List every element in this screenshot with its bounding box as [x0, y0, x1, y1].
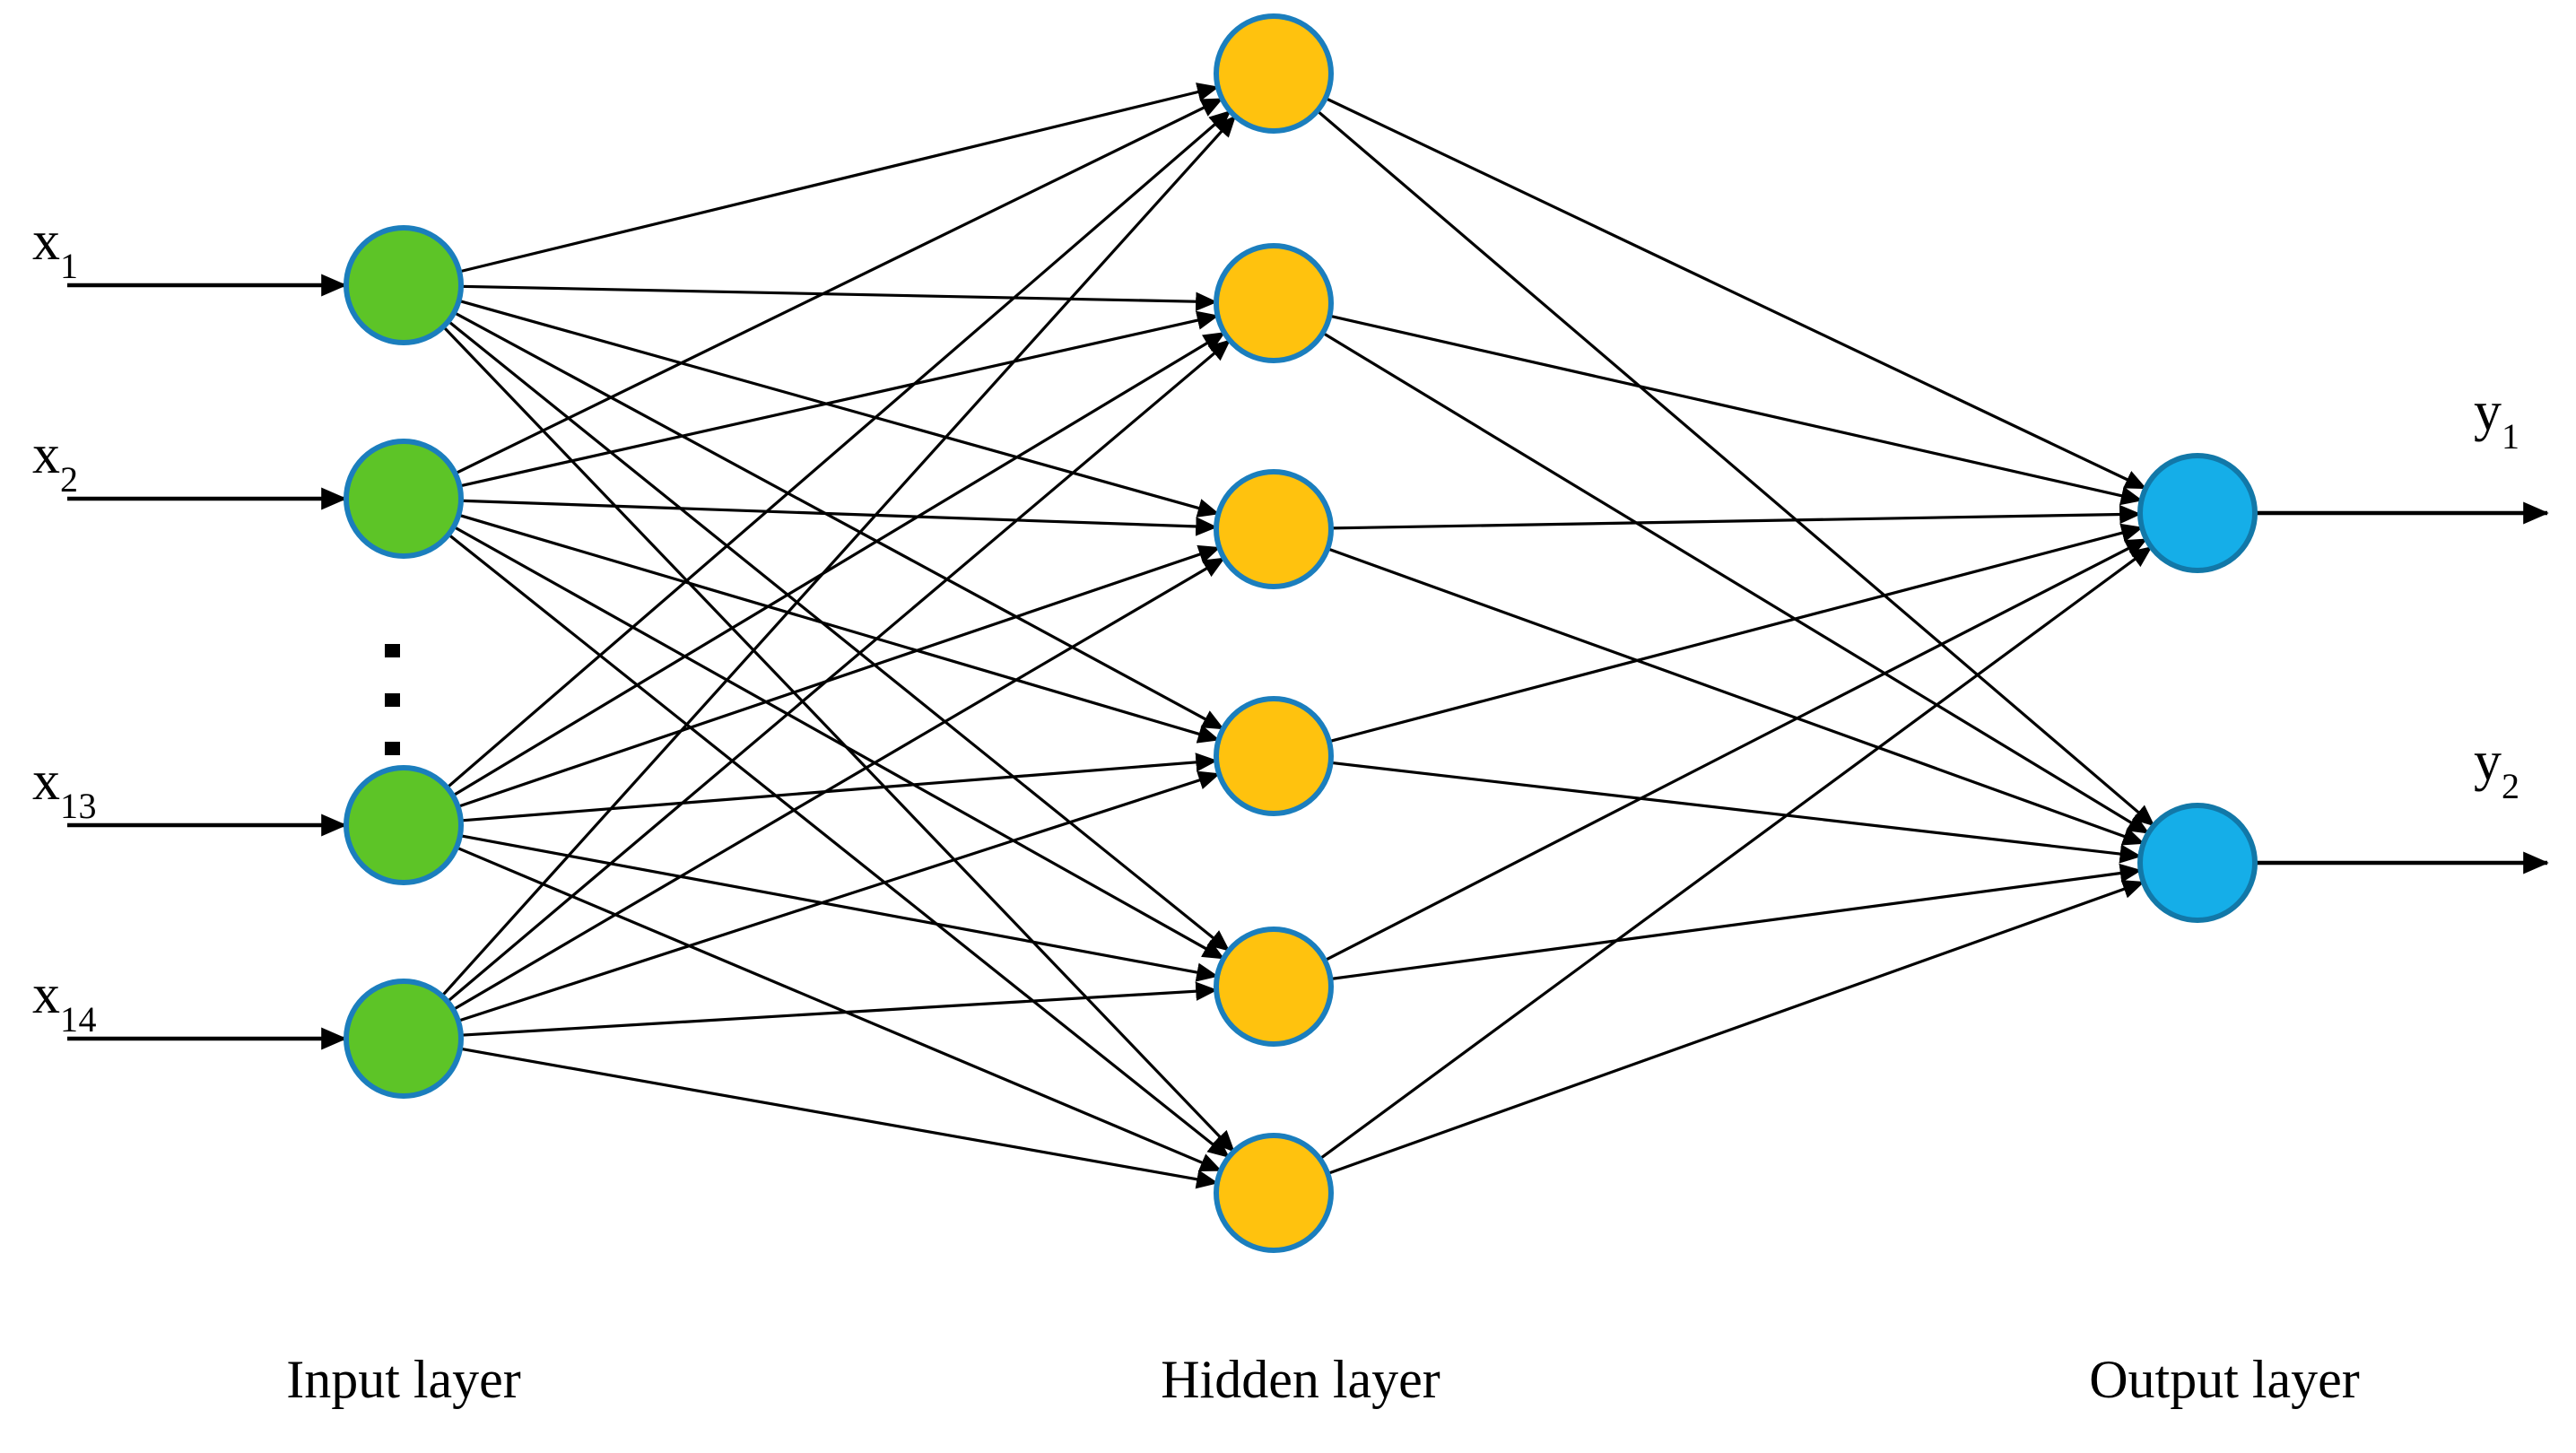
connection-edge: [446, 109, 1231, 789]
input-feature-arrows: [67, 274, 347, 1050]
connection-edge: [460, 499, 1218, 536]
input-label-x14: x14: [32, 964, 97, 1038]
var-subscript: 2: [60, 459, 79, 500]
output-label-y2: y2: [2474, 731, 2520, 805]
connection-edge: [1329, 314, 2144, 506]
connection-edge: [457, 513, 1221, 744]
output-node-y2: [2137, 803, 2258, 923]
var-base: y: [2474, 381, 2502, 442]
hidden-node-h3: [1214, 469, 1334, 589]
connection-edge: [1324, 537, 2148, 962]
input-node-x13: [344, 765, 464, 885]
output-layer-nodes: [2137, 453, 2258, 923]
var-subscript: 14: [60, 999, 97, 1040]
ellipsis-dot: [384, 644, 400, 657]
input-node-x1: [344, 225, 464, 345]
connection-edge: [458, 83, 1220, 274]
connection-edge: [1318, 545, 2153, 1161]
connection-edge: [453, 525, 1225, 961]
input-label-x1: x1: [32, 211, 79, 284]
vertical-ellipsis-icon: [384, 644, 400, 755]
caption-input-layer: Input layer: [286, 1350, 521, 1409]
connection-edge: [1316, 109, 2155, 827]
connection-edge: [1327, 547, 2145, 846]
connection-edge: [460, 981, 1218, 1037]
connection-edge: [458, 299, 1220, 518]
connection-edge: [456, 846, 1223, 1172]
connection-edge: [1325, 97, 2147, 490]
connection-edge: [454, 97, 1223, 475]
connection-edge: [1330, 761, 2142, 864]
connection-edge: [1328, 523, 2144, 744]
connection-edge: [448, 533, 1231, 1159]
output-node-y1: [2137, 453, 2258, 573]
connection-edge: [457, 770, 1221, 1022]
connection-edge: [457, 544, 1221, 808]
edges-input-to-hidden: [440, 83, 1237, 1189]
connection-edge: [453, 311, 1224, 730]
ellipsis-dot: [384, 692, 400, 707]
output-label-y1: y1: [2474, 381, 2520, 455]
hidden-node-h1: [1214, 13, 1334, 134]
connection-edge: [459, 834, 1219, 982]
connection-edge: [459, 310, 1219, 488]
connection-edge: [442, 326, 1235, 1153]
connection-edge: [459, 1047, 1219, 1189]
var-base: x: [32, 964, 60, 1025]
hidden-node-h2: [1214, 243, 1334, 363]
caption-output-layer: Output layer: [2089, 1350, 2360, 1409]
var-subscript: 13: [60, 786, 97, 827]
connection-edge: [447, 319, 1231, 953]
connection-edge: [460, 753, 1218, 822]
input-node-x2: [344, 439, 464, 559]
hidden-layer-nodes: [1214, 13, 1334, 1253]
input-node-x14: [344, 979, 464, 1099]
hidden-node-h5: [1214, 927, 1334, 1047]
edges-hidden-to-output: [1316, 97, 2155, 1175]
output-result-arrows: [2256, 501, 2549, 874]
connection-edge: [452, 556, 1226, 1012]
var-base: x: [32, 211, 60, 272]
input-label-x13: x13: [32, 751, 97, 824]
hidden-node-h6: [1214, 1133, 1334, 1253]
var-base: y: [2474, 731, 2502, 792]
input-layer-nodes: [344, 225, 464, 1099]
connection-edge: [446, 339, 1231, 1003]
caption-hidden-layer: Hidden layer: [1161, 1350, 1440, 1409]
var-subscript: 1: [2502, 416, 2520, 457]
var-subscript: 1: [60, 246, 79, 287]
hidden-node-h4: [1214, 696, 1334, 816]
var-base: x: [32, 751, 60, 812]
connection-edge: [440, 115, 1237, 997]
connection-edge: [1330, 863, 2143, 981]
input-label-x2: x2: [32, 424, 79, 498]
connection-edge: [1327, 880, 2145, 1175]
ellipsis-dot: [384, 742, 400, 755]
var-base: x: [32, 424, 60, 485]
connection-edge: [1330, 504, 2142, 530]
var-subscript: 2: [2502, 766, 2520, 807]
connection-edge: [460, 284, 1218, 311]
connection-edge: [1321, 331, 2150, 835]
connection-edge: [452, 331, 1226, 797]
